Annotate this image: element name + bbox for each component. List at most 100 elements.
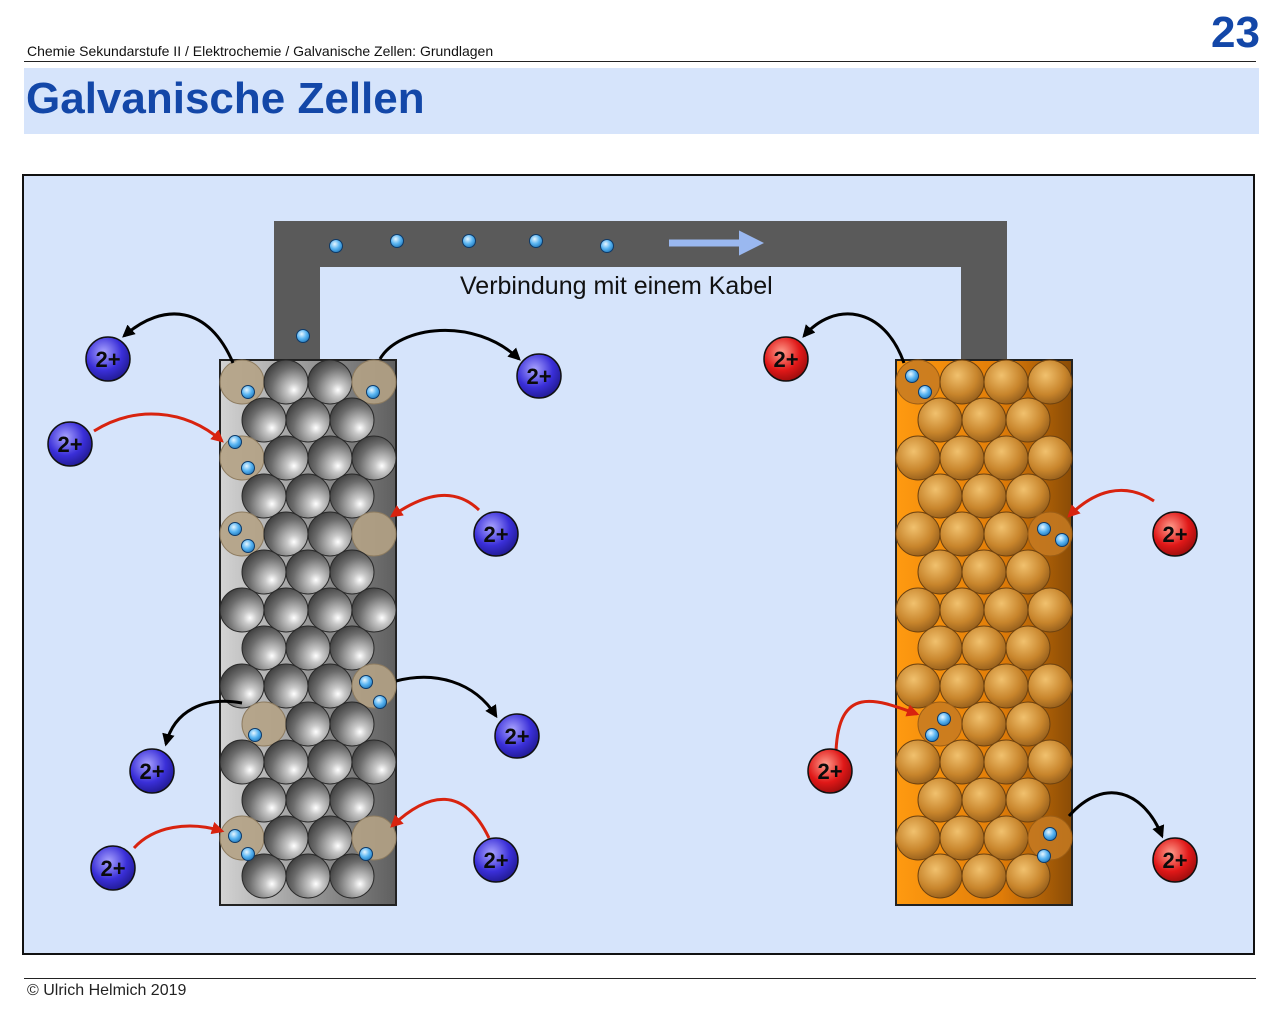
zinc-atom (285, 549, 331, 595)
electron (296, 329, 310, 343)
zinc-atom (285, 397, 331, 443)
copper-atom (1027, 663, 1073, 709)
copper-atom (1005, 777, 1051, 823)
zinc-atom (285, 701, 331, 747)
copper-atom (961, 777, 1007, 823)
ion-charge-label: 2+ (817, 759, 842, 784)
copper-atom (917, 549, 963, 595)
electron (373, 695, 387, 709)
zinc-ion: 2+ (473, 511, 519, 557)
ion-charge-label: 2+ (57, 432, 82, 457)
ion-release-arrow (378, 329, 521, 361)
copper-atom (917, 625, 963, 671)
ion-charge-label: 2+ (526, 364, 551, 389)
electron (529, 234, 543, 248)
copper-atom (895, 435, 941, 481)
zinc-atom (329, 473, 375, 519)
copper-atom (1027, 739, 1073, 785)
cell-diagram: 2+ 2+ 2+ 2+ 2+ 2+ 2+ 2+ 2+ 2+ 2+ 2+ Verbindung mit … (22, 174, 1255, 955)
ion-release-arrow (1067, 791, 1165, 839)
ion-charge-label: 2+ (100, 856, 125, 881)
zinc-ion: 2+ (473, 837, 519, 883)
zinc-atom (307, 815, 353, 861)
title-band: Galvanische Zellen (24, 68, 1259, 134)
electron (918, 385, 932, 399)
zinc-atom (285, 473, 331, 519)
electron (925, 728, 939, 742)
electron (600, 239, 614, 253)
copper-atom (961, 701, 1007, 747)
zinc-atom (307, 663, 353, 709)
ion-uptake-arrow (389, 493, 481, 518)
copper-atom (917, 777, 963, 823)
electron (248, 728, 262, 742)
copper-atom (961, 549, 1007, 595)
zinc-atom (329, 777, 375, 823)
zinc-atom (351, 739, 397, 785)
copper-atom (983, 587, 1029, 633)
copper-atom (1005, 853, 1051, 899)
copper-atom (983, 435, 1029, 481)
zinc-atom (329, 701, 375, 747)
ion-release-arrow (122, 312, 235, 364)
electron (1037, 849, 1051, 863)
copper-atom (1027, 435, 1073, 481)
electron (241, 847, 255, 861)
ion-charge-label: 2+ (483, 848, 508, 873)
zinc-atom (263, 663, 309, 709)
electron (905, 369, 919, 383)
zinc-atom (241, 625, 287, 671)
electron (390, 234, 404, 248)
copper-atom (961, 625, 1007, 671)
vacancy-site (351, 359, 397, 405)
zinc-atom (351, 587, 397, 633)
vacancy-site (219, 435, 265, 481)
ion-charge-label: 2+ (504, 724, 529, 749)
copper-atom (1027, 587, 1073, 633)
vacancy-site (351, 511, 397, 557)
copper-atom (983, 359, 1029, 405)
electron (241, 461, 255, 475)
wire-label: Verbindung mit einem Kabel (460, 272, 773, 300)
ion-uptake-arrow (93, 412, 224, 443)
breadcrumb: Chemie Sekundarstufe II / Elektrochemie … (27, 43, 494, 59)
zinc-atom (307, 435, 353, 481)
copper-atom (895, 511, 941, 557)
zinc-ion: 2+ (47, 421, 93, 467)
ion-charge-label: 2+ (1162, 522, 1187, 547)
top-rule (24, 61, 1256, 62)
vacancy-site (219, 359, 265, 405)
zinc-ion: 2+ (90, 845, 136, 891)
vacancy-site (241, 701, 287, 747)
copper-ion: 2+ (1152, 837, 1198, 883)
copyright: © Ulrich Helmich 2019 (27, 982, 187, 999)
ion-charge-label: 2+ (1162, 848, 1187, 873)
zinc-atom (219, 739, 265, 785)
ion-release-arrow (162, 699, 243, 747)
zinc-atom (263, 739, 309, 785)
copper-atom (1005, 397, 1051, 443)
ion-charge-label: 2+ (95, 347, 120, 372)
zinc-ion: 2+ (516, 353, 562, 399)
zinc-atom (285, 777, 331, 823)
copper-atom (939, 663, 985, 709)
electron (1043, 827, 1057, 841)
electron (359, 675, 373, 689)
copper-atom (939, 587, 985, 633)
ion-uptake-arrow (390, 797, 491, 839)
ion-charge-label: 2+ (773, 347, 798, 372)
copper-atom (917, 853, 963, 899)
zinc-atom (219, 587, 265, 633)
electron (1037, 522, 1051, 536)
vacancy-site (895, 359, 941, 405)
ion-uptake-arrow (834, 699, 920, 752)
copper-atom (1005, 701, 1051, 747)
electron (359, 847, 373, 861)
copper-atom (961, 473, 1007, 519)
zinc-ion: 2+ (129, 748, 175, 794)
copper-atom (939, 359, 985, 405)
copper-atom (939, 435, 985, 481)
copper-ion: 2+ (763, 336, 809, 382)
copper-atom (961, 397, 1007, 443)
zinc-atom (329, 625, 375, 671)
